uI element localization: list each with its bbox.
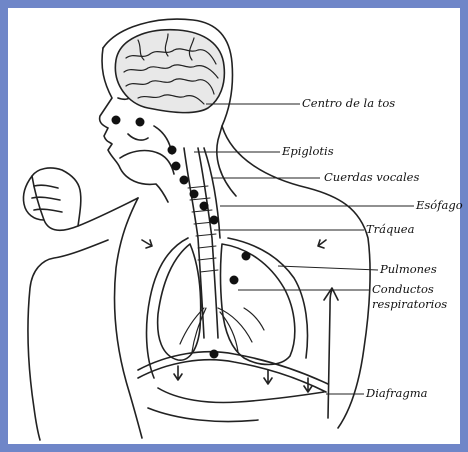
label-esofago: Esófago — [416, 199, 463, 212]
diagram-canvas: Centro de la tos Epiglotis Cuerdas vocal… — [8, 8, 460, 444]
diaphragm — [138, 352, 328, 384]
label-pulmones: Pulmones — [380, 263, 437, 276]
label-traquea: Tráquea — [366, 223, 414, 236]
ribcage-outline — [147, 238, 188, 378]
arm-outline — [32, 176, 138, 230]
label-conductos-1: Conductos — [372, 283, 434, 296]
label-centro-tos: Centro de la tos — [302, 97, 395, 110]
right-lung — [221, 244, 295, 365]
label-conductos-2: respiratorios — [372, 298, 447, 311]
label-diafragma: Diafragma — [366, 387, 428, 400]
label-epiglotis: Epiglotis — [282, 145, 334, 158]
fist-outline — [23, 168, 80, 226]
brain-outline — [115, 30, 224, 113]
label-cuerdas-vocales: Cuerdas vocales — [324, 171, 419, 184]
front-body-line — [115, 198, 143, 438]
